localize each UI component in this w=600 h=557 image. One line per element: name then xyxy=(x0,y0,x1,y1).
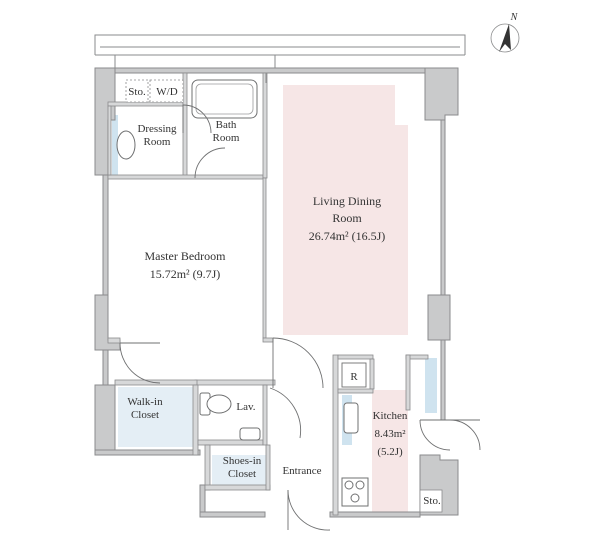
shoes-label-2: Closet xyxy=(228,468,256,480)
closet-strip-left xyxy=(112,115,118,175)
windows xyxy=(114,55,276,83)
bath-label-2: Room xyxy=(213,132,240,144)
dressing-label-2: Room xyxy=(144,136,171,148)
kitchen-sink xyxy=(343,402,359,434)
wd-label: W/D xyxy=(156,86,177,98)
master-area: 15.72m² (9.7J) xyxy=(150,267,221,281)
compass-label: N xyxy=(510,12,519,23)
walkin-label-1: Walk-in xyxy=(127,396,163,408)
entrance-label: Entrance xyxy=(282,465,321,477)
lav-sink xyxy=(239,427,261,441)
kitchen-label: Kitchen xyxy=(373,410,408,422)
living-dining-highlight xyxy=(283,85,408,335)
storage-bottom-label: Sto. xyxy=(423,495,441,507)
refrigerator-label: R xyxy=(350,371,358,383)
storage-top-box xyxy=(125,79,184,103)
shoes-label-1: Shoes-in xyxy=(223,455,262,467)
kitchen-area-j: (5.2J) xyxy=(377,446,403,458)
bath-label-1: Bath xyxy=(216,119,237,131)
living-label-1: Living Dining xyxy=(313,194,381,208)
bathtub xyxy=(191,79,258,119)
balcony xyxy=(94,34,466,56)
door-swings xyxy=(119,104,481,531)
storage-top-label: Sto. xyxy=(128,86,146,98)
shoes-floor xyxy=(212,455,268,485)
living-area: 26.74m² (16.5J) xyxy=(309,229,386,243)
refrigerator xyxy=(341,362,367,388)
washbasin xyxy=(116,130,136,160)
storage-bottom-box xyxy=(419,489,443,513)
lav-label: Lav. xyxy=(236,401,255,413)
walkin-floor xyxy=(118,387,193,447)
kitchen-highlight xyxy=(372,390,408,512)
outer-walls xyxy=(94,67,459,518)
walkin-label-2: Closet xyxy=(131,409,159,421)
dressing-label-1: Dressing xyxy=(137,123,177,135)
compass: N xyxy=(490,12,520,53)
closet-strip-right xyxy=(425,358,437,413)
living-label-2: Room xyxy=(332,211,362,225)
kitchen-area: 8.43m² xyxy=(374,428,406,440)
master-label: Master Bedroom xyxy=(145,249,227,263)
stove xyxy=(341,477,369,507)
toilet xyxy=(199,392,232,416)
north-arrow-icon xyxy=(499,24,511,52)
